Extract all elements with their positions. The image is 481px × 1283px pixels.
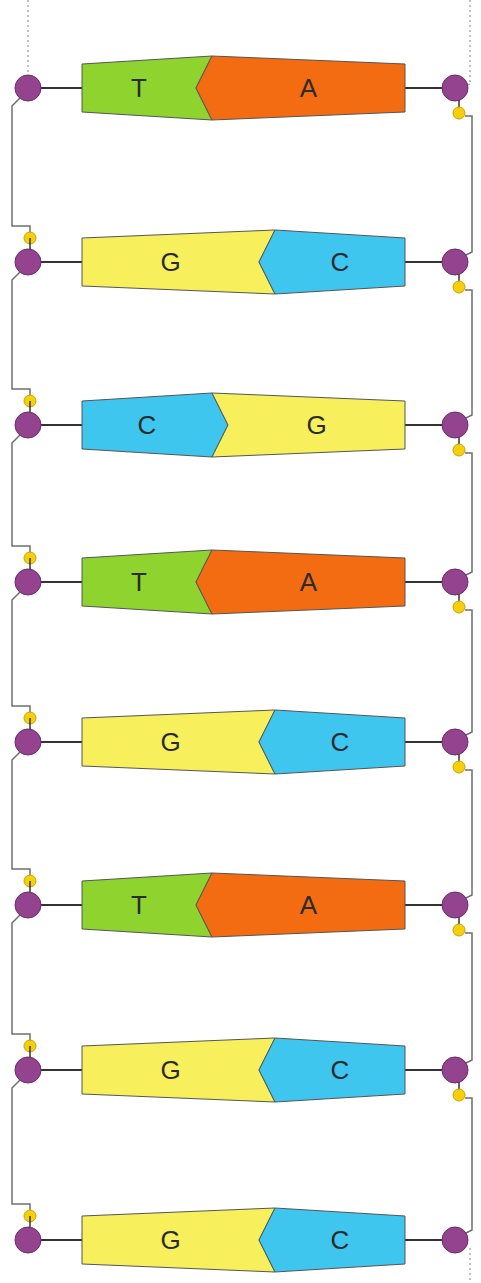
base-letter: G xyxy=(306,412,326,438)
sugar xyxy=(442,729,468,755)
backbone-line xyxy=(464,1098,472,1234)
base-letter: A xyxy=(300,569,317,595)
base-outline xyxy=(196,56,405,120)
nucleotide-base: A xyxy=(196,873,405,937)
base-letter: G xyxy=(160,249,180,275)
nucleotide-base: A xyxy=(196,56,405,120)
base-letter: T xyxy=(131,892,147,918)
nucleotide-base: A xyxy=(196,550,405,614)
base-letter: T xyxy=(131,569,147,595)
backbone-line xyxy=(464,770,472,899)
nucleotide-base: T xyxy=(82,550,212,614)
sugar xyxy=(15,729,41,755)
base-outline xyxy=(196,550,405,614)
backbone-line xyxy=(464,610,472,736)
nucleotide-base: C xyxy=(259,1038,405,1102)
base-letter: A xyxy=(300,75,317,101)
sugar xyxy=(15,75,41,101)
backbone-line xyxy=(464,933,472,1064)
phosphate xyxy=(453,924,465,936)
sugar xyxy=(15,412,41,438)
base-outline xyxy=(82,1038,275,1102)
backbone-line xyxy=(12,98,30,234)
phosphate xyxy=(453,761,465,773)
base-outline xyxy=(259,710,405,774)
base-letter: C xyxy=(331,729,350,755)
backbone-line xyxy=(12,592,30,714)
base-outline xyxy=(82,56,212,120)
base-letter: C xyxy=(331,249,350,275)
phosphate xyxy=(453,107,465,119)
base-outline xyxy=(82,873,212,937)
sugar xyxy=(15,249,41,275)
nucleotide-base: G xyxy=(82,230,275,294)
backbone-line xyxy=(12,752,30,877)
backbone-line xyxy=(464,116,472,256)
backbone-line xyxy=(12,915,30,1042)
base-outline xyxy=(82,230,275,294)
nucleotide-base: C xyxy=(259,710,405,774)
strand-continuation xyxy=(469,1248,470,1283)
sugar xyxy=(442,75,468,101)
phosphate xyxy=(453,1089,465,1101)
backbone-line xyxy=(464,453,472,576)
base-outline xyxy=(259,230,405,294)
base-outline xyxy=(259,1208,405,1272)
base-shape xyxy=(82,550,212,614)
backbone-line xyxy=(12,272,30,397)
base-outline xyxy=(82,550,212,614)
nucleotide-base: T xyxy=(82,873,212,937)
sugar xyxy=(442,412,468,438)
nucleotide-base: G xyxy=(82,1038,275,1102)
phosphate xyxy=(453,281,465,293)
base-outline xyxy=(82,1208,275,1272)
base-outline xyxy=(82,710,275,774)
backbone-line xyxy=(464,290,472,419)
base-letter: T xyxy=(131,75,147,101)
sugar xyxy=(442,892,468,918)
base-letter: G xyxy=(160,1057,180,1083)
backbone-line xyxy=(12,1080,30,1212)
base-shape xyxy=(82,56,212,120)
sugar xyxy=(442,569,468,595)
base-letter: G xyxy=(160,1227,180,1253)
backbone-line xyxy=(12,435,30,554)
sugar xyxy=(15,1057,41,1083)
phosphate xyxy=(453,444,465,456)
nucleotide-base: C xyxy=(259,1208,405,1272)
sugar xyxy=(442,249,468,275)
nucleotide-base: C xyxy=(259,230,405,294)
base-letter: C xyxy=(331,1227,350,1253)
base-outline xyxy=(259,1038,405,1102)
sugar xyxy=(442,1057,468,1083)
strand-continuation xyxy=(27,0,28,74)
base-shape xyxy=(82,873,212,937)
base-letter: C xyxy=(331,1057,350,1083)
sugar xyxy=(442,1227,468,1253)
base-letter: C xyxy=(138,412,157,438)
base-outline xyxy=(196,873,405,937)
sugar xyxy=(15,892,41,918)
nucleotide-base: T xyxy=(82,56,212,120)
base-letter: G xyxy=(160,729,180,755)
sugar xyxy=(15,569,41,595)
sugar xyxy=(15,1227,41,1253)
nucleotide-base: C xyxy=(82,393,228,457)
nucleotide-base: G xyxy=(212,393,405,457)
nucleotide-base: G xyxy=(82,1208,275,1272)
base-outline xyxy=(212,393,405,457)
strand-continuation xyxy=(469,0,470,84)
nucleotide-base: G xyxy=(82,710,275,774)
base-outline xyxy=(82,393,228,457)
phosphate xyxy=(453,601,465,613)
base-letter: A xyxy=(300,892,317,918)
